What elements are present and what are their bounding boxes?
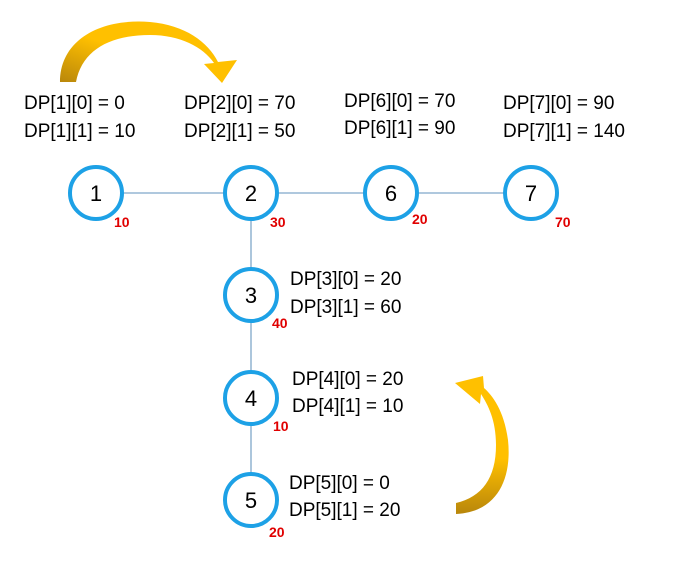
- dp-node-3: DP[3][0] = 20 DP[3][1] = 60: [290, 269, 401, 318]
- node-circle: [68, 165, 124, 221]
- dp-value-0: DP[3][0] = 20: [290, 269, 401, 290]
- node-5: 5 20: [223, 472, 285, 540]
- node-circle: [503, 165, 559, 221]
- dp-node-1: DP[1][0] = 0 DP[1][1] = 10: [24, 93, 135, 142]
- node-2: 2 30: [223, 165, 286, 230]
- nodes: 1 10 2 30 6 20 7 70 3 40 4 10: [68, 165, 571, 540]
- dp-value-1: DP[4][1] = 10: [292, 396, 403, 417]
- node-circle: [223, 267, 279, 323]
- node-7: 7 70: [503, 165, 571, 230]
- node-circle: [223, 472, 279, 528]
- node-1: 1 10: [68, 165, 130, 230]
- dp-value-0: DP[5][0] = 0: [289, 473, 390, 494]
- dp-node-7: DP[7][0] = 90 DP[7][1] = 140: [503, 93, 625, 142]
- dp-value-0: DP[6][0] = 70: [344, 91, 455, 112]
- dp-value-0: DP[1][0] = 0: [24, 93, 125, 114]
- node-label: 2: [245, 181, 257, 206]
- dp-value-1: DP[2][1] = 50: [184, 121, 295, 142]
- node-weight: 20: [412, 211, 428, 227]
- dp-value-0: DP[2][0] = 70: [184, 93, 295, 114]
- node-weight: 70: [555, 214, 571, 230]
- dp-value-0: DP[7][0] = 90: [503, 93, 614, 114]
- dp-node-6: DP[6][0] = 70 DP[6][1] = 90: [344, 91, 455, 139]
- node-circle: [223, 370, 279, 426]
- node-label: 6: [385, 181, 397, 206]
- node-label: 4: [245, 386, 257, 411]
- node-weight: 10: [273, 418, 289, 434]
- dp-value-1: DP[7][1] = 140: [503, 121, 625, 142]
- node-6: 6 20: [363, 165, 428, 227]
- node-weight: 10: [114, 214, 130, 230]
- dp-node-4: DP[4][0] = 20 DP[4][1] = 10: [292, 369, 403, 417]
- node-label: 5: [245, 488, 257, 513]
- curved-arrow-right-icon: [60, 21, 237, 83]
- dp-value-0: DP[4][0] = 20: [292, 369, 403, 390]
- edges: [122, 192, 505, 474]
- dp-value-1: DP[3][1] = 60: [290, 297, 401, 318]
- dp-labels: DP[1][0] = 0 DP[1][1] = 10 DP[2][0] = 70…: [24, 91, 625, 521]
- dp-node-2: DP[2][0] = 70 DP[2][1] = 50: [184, 93, 295, 142]
- curved-arrow-up-icon: [455, 376, 509, 514]
- dp-value-1: DP[6][1] = 90: [344, 118, 455, 139]
- node-weight: 30: [270, 214, 286, 230]
- dp-node-5: DP[5][0] = 0 DP[5][1] = 20: [289, 473, 400, 521]
- node-label: 3: [245, 283, 257, 308]
- dp-value-1: DP[1][1] = 10: [24, 121, 135, 142]
- node-4: 4 10: [223, 370, 289, 434]
- node-weight: 20: [269, 524, 285, 540]
- node-label: 7: [525, 181, 537, 206]
- node-3: 3 40: [223, 267, 288, 331]
- node-weight: 40: [272, 315, 288, 331]
- node-circle: [363, 165, 419, 221]
- dp-value-1: DP[5][1] = 20: [289, 500, 400, 521]
- node-circle: [223, 165, 279, 221]
- node-label: 1: [90, 181, 102, 206]
